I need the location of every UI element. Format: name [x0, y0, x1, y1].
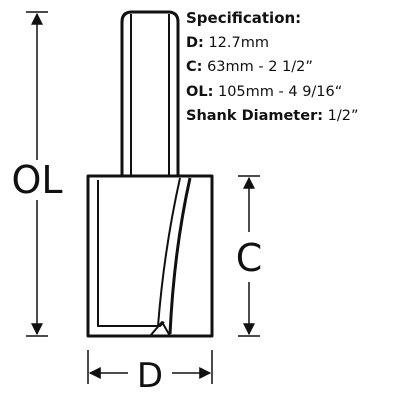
spec-row-diameter: D: 12.7mm [186, 31, 398, 56]
router-bit-outline [86, 10, 214, 338]
specification-title: Specification: [186, 9, 302, 27]
spec-row-shank-diameter: Shank Diameter: 1/2” [186, 104, 398, 129]
bit-shank [120, 10, 180, 176]
spec-value-shank-diameter: 1/2” [327, 108, 359, 125]
dimension-d: D [87, 350, 213, 396]
flute-helix-inner [157, 177, 181, 327]
flute-helix-outer [168, 177, 192, 335]
spec-row-overall-length: OL: 105mm - 4 9/16“ [186, 80, 398, 105]
spec-value-overall-length: 105mm - 4 9/16“ [217, 83, 343, 100]
shank-inner-line [130, 14, 170, 176]
spec-value-diameter: 12.7mm [208, 34, 269, 51]
flute-left-edge [97, 180, 165, 327]
specification-panel: Specification: D: 12.7mm C: 63mm - 2 1/2… [186, 6, 398, 129]
spec-value-cutting-length: 63mm - 2 1/2” [207, 59, 313, 76]
dimension-ol: OL [11, 11, 63, 337]
spec-row-cutting-length: C: 63mm - 2 1/2” [186, 55, 398, 80]
ol-label: OL [11, 158, 62, 202]
spec-label-overall-length: OL: [186, 83, 214, 100]
flute-tip [149, 321, 171, 337]
spec-label-diameter: D: [186, 34, 204, 51]
cutter-body [86, 174, 214, 338]
c-label: C [236, 236, 263, 280]
d-label: D [137, 356, 163, 396]
dimension-c: C [236, 175, 263, 337]
spec-label-cutting-length: C: [186, 59, 203, 76]
spec-label-shank-diameter: Shank Diameter: [186, 108, 324, 125]
